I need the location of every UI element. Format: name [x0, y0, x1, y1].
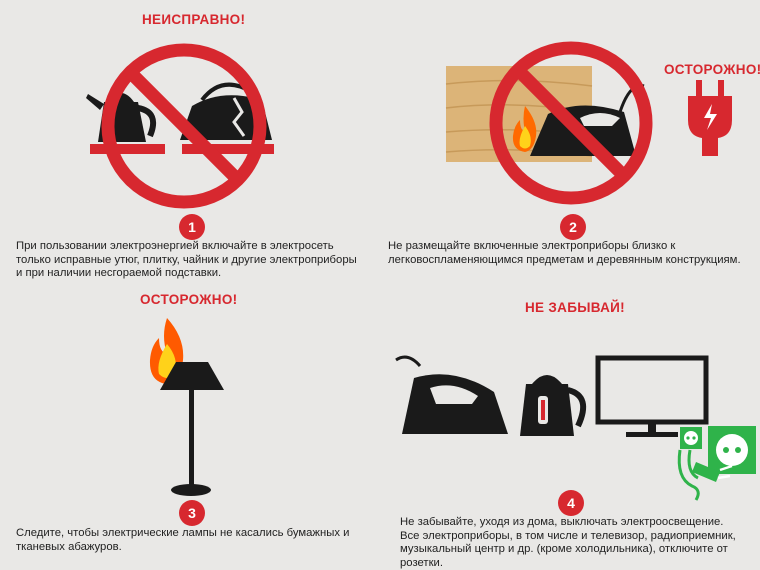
warning-label: ОСТОРОЖНО! [664, 62, 760, 77]
caption-line: Все электроприборы, в том числе и телеви… [400, 529, 736, 542]
step-number: 3 [179, 500, 205, 526]
plug-icon [677, 449, 733, 501]
caption: Следите, чтобы электрические лампы не ка… [16, 527, 376, 554]
caption-line: Следите, чтобы электрические лампы не ка… [16, 527, 350, 539]
warning-label: НЕИСПРАВНО! [142, 12, 246, 27]
floor-lamp-icon [160, 362, 224, 496]
caption: Не забывайте, уходя из дома, выключать э… [400, 516, 760, 570]
caption-line: легковоспламеняющимся предметам и деревя… [388, 253, 741, 266]
caption-line: Не забывайте, уходя из дома, выключать э… [400, 516, 724, 528]
iron-icon [395, 355, 508, 434]
caption-line: и при наличии несгораемой подставки. [16, 267, 222, 279]
caption-line: только исправные утюг, плитку, чайник и … [16, 253, 357, 266]
caption-line: тканевых абажуров. [16, 540, 122, 553]
step-number: 2 [560, 214, 586, 240]
warning-label: ОСТОРОЖНО! [140, 292, 238, 307]
socket-icon [708, 426, 756, 474]
step-number: 1 [179, 214, 205, 240]
caption-line: Не размещайте включенные электроприборы … [388, 240, 676, 252]
step-number: 4 [558, 490, 584, 516]
caption-line: музыкальный центр и др. (кроме холодильн… [400, 543, 728, 555]
caption: При пользовании электроэнергией включайт… [16, 240, 376, 281]
prohibition-sign-icon [101, 43, 267, 209]
fire-icon [512, 106, 537, 152]
caption: Не размещайте включенные электроприборы … [388, 240, 758, 267]
kettle-icon [520, 375, 587, 436]
socket-icon [680, 427, 702, 449]
plug-icon [688, 80, 732, 156]
prohibition-sign-icon [489, 41, 653, 205]
caption-line: розетки. [400, 556, 443, 569]
tv-icon [595, 355, 709, 437]
warning-label: НЕ ЗАБЫВАЙ! [525, 300, 625, 315]
caption-line: При пользовании электроэнергией включайт… [16, 240, 334, 252]
